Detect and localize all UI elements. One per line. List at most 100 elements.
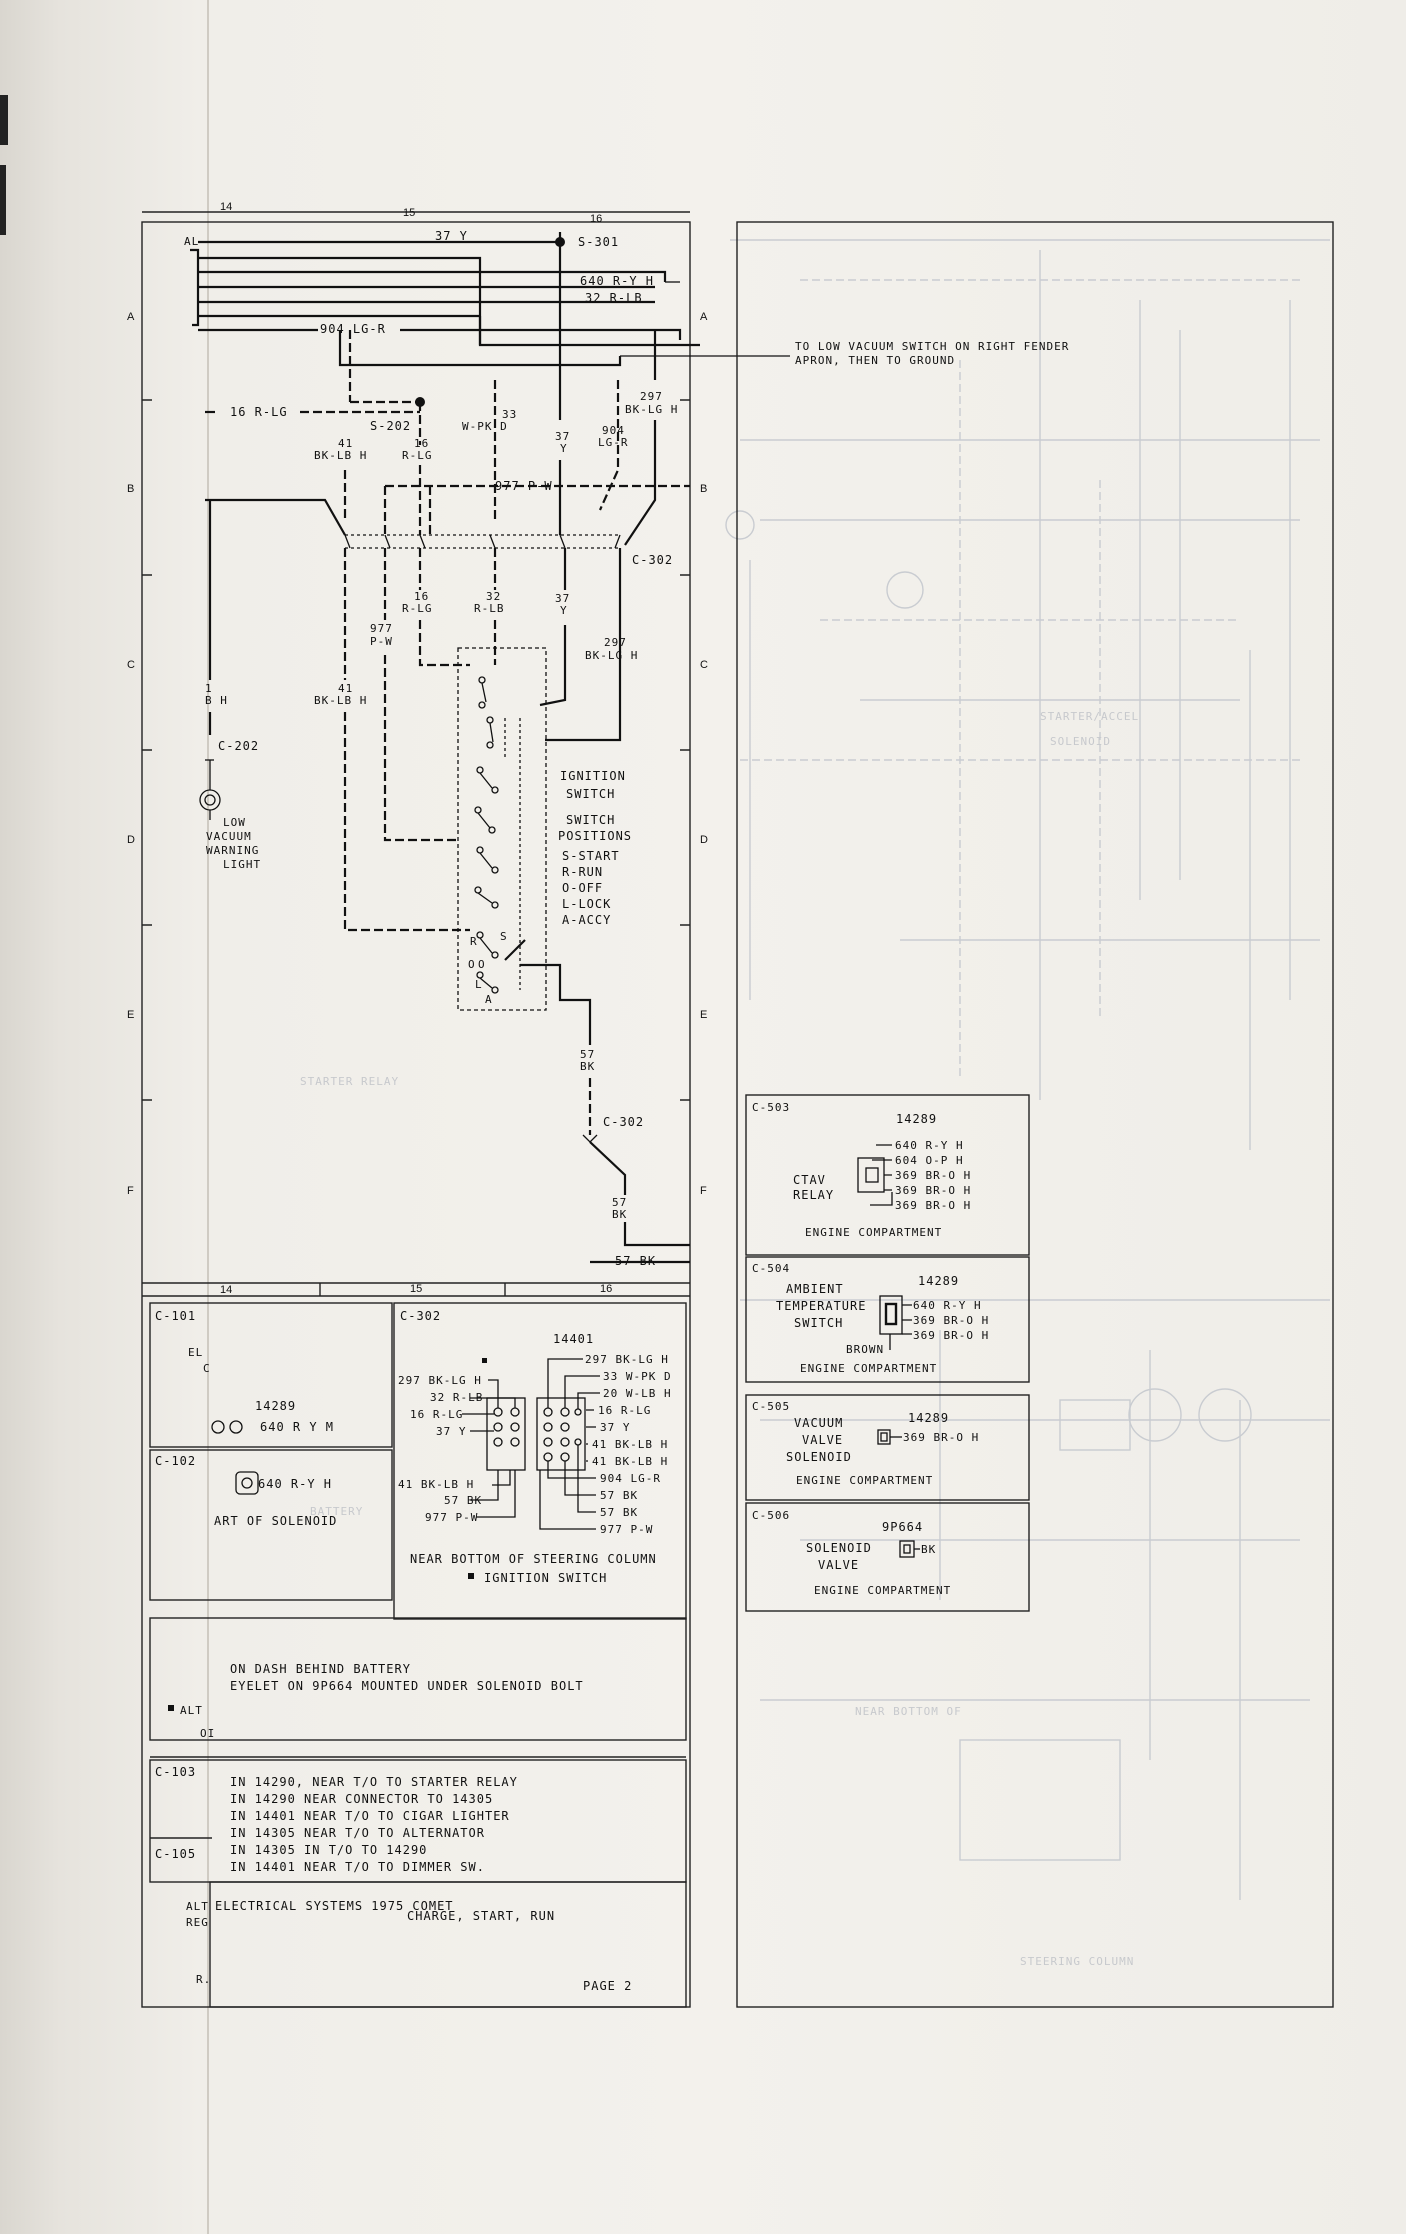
connector-c503 bbox=[745, 1094, 1030, 1256]
connector-id: C-506 bbox=[752, 1509, 790, 1522]
wire-label: 57 bbox=[612, 1196, 627, 1209]
connector-id: C-503 bbox=[752, 1101, 790, 1114]
wire-label: 640 R-Y H bbox=[258, 1477, 332, 1491]
component-name: SWITCH bbox=[794, 1316, 843, 1330]
lamp-label: LOW bbox=[223, 816, 246, 829]
right-panel-border bbox=[736, 221, 1334, 2008]
wire-label: 977 P-W bbox=[495, 479, 553, 493]
switch-pin-label: S bbox=[500, 930, 508, 943]
component-name: VACUUM bbox=[794, 1416, 843, 1430]
wire-label: BK-LB H bbox=[314, 449, 367, 462]
pin-wire-label: 640 R-Y H bbox=[913, 1299, 982, 1312]
pin-wire-label: 604 O-P H bbox=[895, 1154, 964, 1167]
row-label: A bbox=[127, 311, 135, 323]
pin-wire-label: 977 P-W bbox=[425, 1511, 478, 1524]
svg-text:STARTER/ACCEL: STARTER/ACCEL bbox=[1040, 710, 1139, 723]
lamp-label: WARNING bbox=[206, 844, 259, 857]
switch-contacts bbox=[474, 676, 592, 1045]
list-item: IN 14290, NEAR T/O TO STARTER RELAY bbox=[230, 1775, 518, 1789]
connector-housing bbox=[536, 1397, 586, 1471]
pin-wire-label: 20 W-LB H bbox=[603, 1387, 672, 1400]
connector-id: C-505 bbox=[752, 1400, 790, 1413]
wire-label: B H bbox=[205, 694, 228, 707]
note-text: APRON, THEN TO GROUND bbox=[795, 354, 955, 367]
bullet-icon bbox=[468, 1573, 474, 1579]
connector-location: NEAR BOTTOM OF STEERING COLUMN bbox=[410, 1552, 657, 1566]
list-item: IN 14305 IN T/O TO 14290 bbox=[230, 1843, 427, 1857]
connector-housing bbox=[486, 1397, 526, 1471]
wire-label: Y bbox=[560, 604, 568, 617]
svg-text:STARTER RELAY: STARTER RELAY bbox=[300, 1075, 399, 1088]
pin-wire-label: 904 LG-R bbox=[600, 1472, 661, 1485]
wire-label: 32 R-LB bbox=[585, 291, 643, 305]
wire-label: BK-LG H bbox=[585, 649, 638, 662]
pin-wire-label: 33 W-PK D bbox=[603, 1370, 672, 1383]
pin-wire-label: 16 R-LG bbox=[598, 1404, 651, 1417]
pin-wire-label: 41 BK-LB H bbox=[398, 1478, 474, 1491]
connector-c504 bbox=[745, 1256, 1030, 1383]
wire-label: 37 Y bbox=[435, 229, 468, 243]
switch-position: O-OFF bbox=[562, 881, 603, 895]
pin-wire-label: 37 Y bbox=[600, 1421, 631, 1434]
page-number: PAGE 2 bbox=[583, 1979, 632, 1993]
component-name: AMBIENT bbox=[786, 1282, 844, 1296]
connector-label: C-302 bbox=[632, 553, 673, 567]
svg-text:NEAR BOTTOM OF: NEAR BOTTOM OF bbox=[855, 1705, 962, 1718]
switch-position: S-START bbox=[562, 849, 620, 863]
wire-label: AL bbox=[184, 235, 199, 248]
pin-wire-label: 369 BR-O H bbox=[903, 1431, 979, 1444]
lamp-label: VACUUM bbox=[206, 830, 252, 843]
switch-position: R-RUN bbox=[562, 865, 603, 879]
switch-positions-title: POSITIONS bbox=[558, 829, 632, 843]
connector-c505 bbox=[745, 1394, 1030, 1501]
component-name: VALVE bbox=[802, 1433, 843, 1447]
row-label: D bbox=[127, 834, 135, 846]
wire-label: R-LG bbox=[402, 602, 433, 615]
wire-label: 16 R-LG bbox=[230, 405, 288, 419]
wire-label: W-PK D bbox=[462, 420, 508, 433]
switch-title: IGNITION bbox=[560, 769, 626, 783]
note-text: ON DASH BEHIND BATTERY bbox=[230, 1662, 411, 1676]
pin-wire-label: 41 BK-LB H bbox=[592, 1438, 668, 1451]
part-number: 14289 bbox=[908, 1411, 949, 1425]
switch-positions-title: SWITCH bbox=[566, 813, 615, 827]
switch-pin-label: O bbox=[468, 958, 476, 971]
title-line: ELECTRICAL SYSTEMS 1975 COMET bbox=[215, 1899, 454, 1913]
wire-label: BK-LG H bbox=[625, 403, 678, 416]
wire-label: 32 bbox=[486, 590, 501, 603]
connector-text: R. bbox=[196, 1973, 211, 1986]
connector-text: REG bbox=[186, 1916, 209, 1929]
row-label: B bbox=[127, 483, 134, 495]
column-label: 16 bbox=[590, 213, 602, 225]
sheet-edge bbox=[207, 0, 209, 2234]
note-text: TO LOW VACUUM SWITCH ON RIGHT FENDER bbox=[795, 340, 1069, 353]
splice-label: S-301 bbox=[578, 235, 619, 249]
connector-location: ENGINE COMPARTMENT bbox=[814, 1584, 951, 1597]
connector-label: C-202 bbox=[218, 739, 259, 753]
part-number: 9P664 bbox=[882, 1520, 923, 1534]
splice-label: S-202 bbox=[370, 419, 411, 433]
switch-position: A-ACCY bbox=[562, 913, 611, 927]
connector-location: ENGINE COMPARTMENT bbox=[800, 1362, 937, 1375]
pin-wire-label: 57 BK bbox=[600, 1489, 638, 1502]
pin-wire-label: 297 BK-LG H bbox=[398, 1374, 482, 1387]
wire-label: 297 bbox=[640, 390, 663, 403]
switch-position: L-LOCK bbox=[562, 897, 611, 911]
pin-wire-label: 369 BR-O H bbox=[913, 1314, 989, 1327]
list-item: IN 14401 NEAR T/O TO CIGAR LIGHTER bbox=[230, 1809, 510, 1823]
connector-text: ART OF SOLENOID bbox=[214, 1514, 337, 1528]
connector-id: C-102 bbox=[155, 1454, 196, 1468]
wire-color: BROWN bbox=[846, 1343, 884, 1356]
list-item: IN 14290 NEAR CONNECTOR TO 14305 bbox=[230, 1792, 493, 1806]
pin-wire-label: 369 BR-O H bbox=[895, 1199, 971, 1212]
wire-label: Y bbox=[560, 442, 568, 455]
wire-label: 41 bbox=[338, 682, 353, 695]
list-item: IN 14305 NEAR T/O TO ALTERNATOR bbox=[230, 1826, 485, 1840]
pin-wire-label: 640 R-Y H bbox=[895, 1139, 964, 1152]
wire-label: 37 bbox=[555, 592, 570, 605]
switch-pin-label: R bbox=[470, 935, 478, 948]
pin-wire-label: 37 Y bbox=[436, 1425, 467, 1438]
component-name: SOLENOID bbox=[786, 1450, 852, 1464]
wire-label: BK bbox=[612, 1208, 627, 1221]
binding-mark bbox=[0, 165, 6, 235]
